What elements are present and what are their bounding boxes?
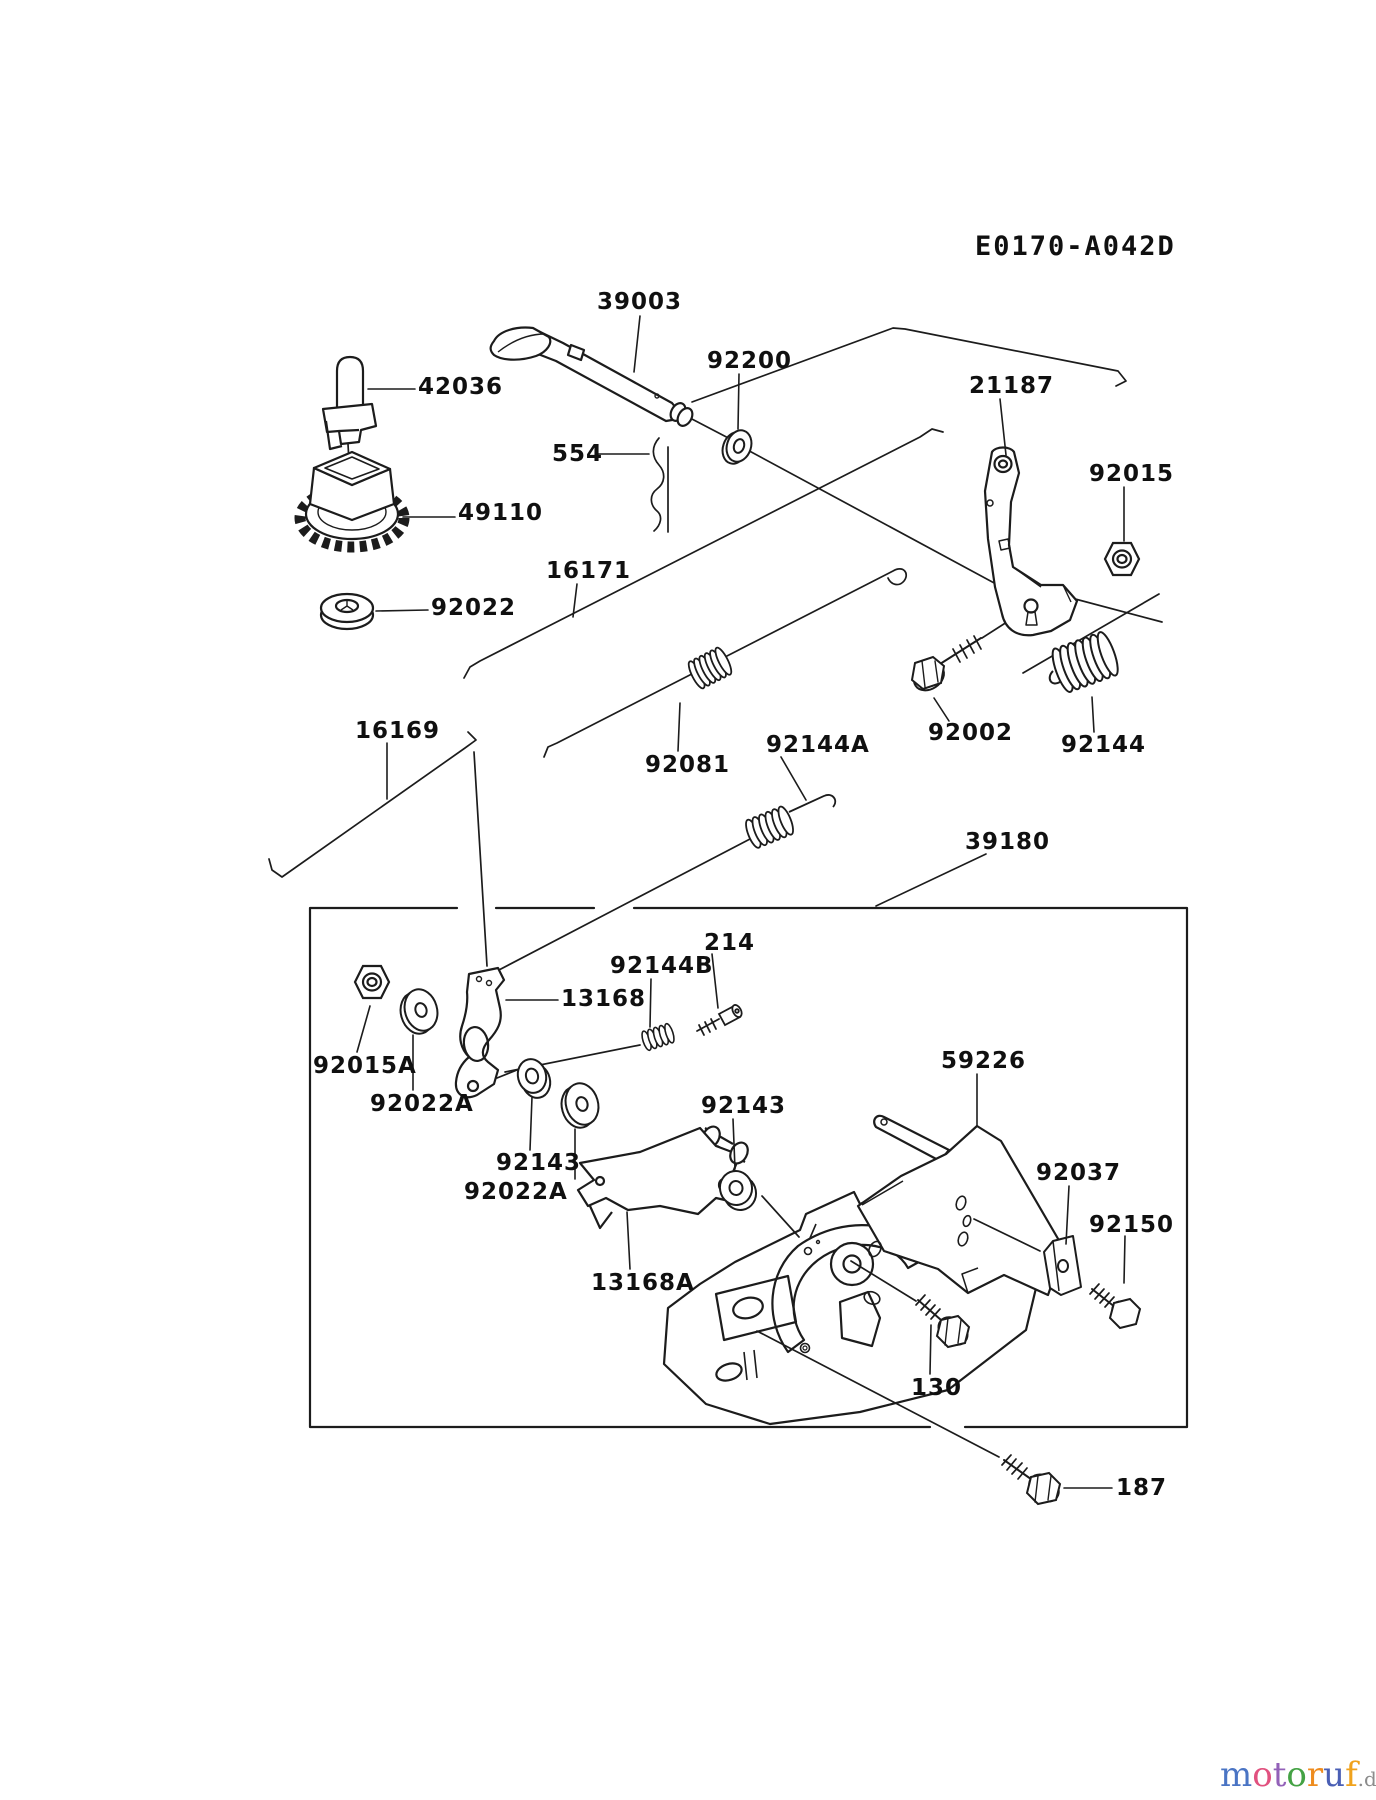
part-39003-lever [489,326,694,427]
part-92037-clamp [1043,1235,1082,1296]
part-label-92143-1: 92143 [496,1150,582,1176]
part-92150-bolt [1089,1283,1142,1330]
part-label-92037: 92037 [1036,1160,1122,1186]
part-label-16171: 16171 [546,558,632,584]
part-92002-bolt [910,635,982,692]
part-214-screw [696,1004,743,1036]
part-label-13168: 13168 [561,986,647,1012]
part-label-92022A-1: 92022A [370,1091,474,1117]
connection-lines-lower [756,1195,1041,1458]
part-label-42036: 42036 [418,374,504,400]
part-92015-nut [1103,541,1141,577]
part-label-92022A-2: 92022A [464,1179,568,1205]
part-42036-pin [321,355,378,451]
part-92144A-spring [745,794,837,849]
part-92143-grommet-2 [718,1170,758,1211]
part-label-92002: 92002 [928,720,1014,746]
part-92144B-spring [641,1022,675,1052]
logo-suffix: .de [1357,1767,1376,1791]
rod-16169 [268,731,477,878]
part-92022-washer [319,592,375,631]
part-label-92144A: 92144A [766,732,870,758]
motoruf-watermark: motoruf.de [1220,1758,1376,1792]
part-label-92200: 92200 [707,348,793,374]
part-92022A-washer-1 [399,988,439,1035]
assoc-line-a [473,751,488,967]
logo-letter: u [1323,1755,1346,1795]
part-label-187: 187 [1116,1475,1168,1501]
part-label-92015: 92015 [1089,461,1175,487]
part-187-bolt [1001,1454,1062,1506]
part-label-21187: 21187 [969,373,1055,399]
part-554-wire [650,437,665,532]
leader-lines [356,315,1126,1489]
part-label-214: 214 [704,930,756,956]
logo-letter: o [1252,1755,1273,1795]
part-label-92144: 92144 [1061,732,1147,758]
logo-letter: r [1306,1755,1324,1795]
logo-letter: f [1345,1755,1358,1795]
part-label-92015A: 92015A [313,1053,417,1079]
part-label-13168A: 13168A [591,1270,695,1296]
rods-and-axis-lines [268,327,1163,1079]
part-13168A-lever [576,1125,754,1230]
part-92144-spring [1048,631,1119,693]
part-label-92143-2: 92143 [701,1093,787,1119]
logo-letter: m [1220,1755,1253,1795]
rod-16171 [463,428,944,679]
part-label-59226: 59226 [941,1048,1027,1074]
logo-letter: o [1286,1755,1307,1795]
rod-92081 [543,568,908,758]
part-92143-collar-1 [516,1058,552,1099]
logo-letter: t [1272,1755,1287,1795]
part-92022A-washer-2 [560,1082,600,1129]
frame-box [308,906,1189,1429]
part-92200-washer [721,429,753,465]
part-label-130: 130 [911,1375,963,1401]
part-label-92081: 92081 [645,752,731,778]
part-130-bolt [915,1294,971,1349]
part-21187-bracket [983,446,1079,637]
part-label-16169: 16169 [355,718,441,744]
part-49110-gear [294,450,410,553]
lever-collar-link [496,1069,518,1079]
part-label-92022: 92022 [431,595,517,621]
part-label-92150: 92150 [1089,1212,1175,1238]
assoc-line-b [496,838,751,972]
diagram-code: E0170-A042D [975,231,1176,262]
axis-keyhole-spring2 [1022,593,1160,674]
part-13168-lever [454,966,506,1099]
rod-upper [691,327,1127,403]
part-label-554: 554 [552,441,604,467]
part-label-39180: 39180 [965,829,1051,855]
part-59226-plate [856,1114,1066,1297]
part-92015A-nut [353,964,391,1000]
part-label-49110: 49110 [458,500,544,526]
part-92081-spring [687,646,733,690]
part-label-39003: 39003 [597,289,683,315]
part-label-92144B: 92144B [610,953,714,979]
